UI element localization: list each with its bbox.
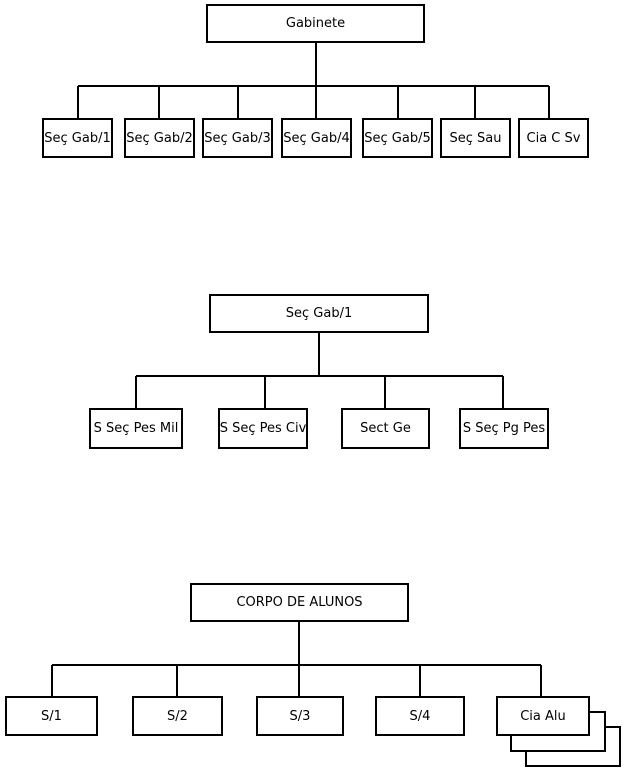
org-box-child: Seç Sau bbox=[440, 118, 511, 158]
org-box-root: Seç Gab/1 bbox=[209, 294, 429, 333]
org-box-child: S Seç Pes Civ bbox=[218, 408, 308, 449]
org-box-child: Cia C Sv bbox=[518, 118, 589, 158]
org-box-root: Gabinete bbox=[206, 4, 425, 43]
org-box-child: Seç Gab/5 bbox=[362, 118, 433, 158]
org-box-child: Cia Alu bbox=[496, 696, 590, 736]
org-box-child: S/1 bbox=[5, 696, 98, 736]
org-box-child: S Seç Pes Mil bbox=[89, 408, 183, 449]
org-box-child: Sect Ge bbox=[341, 408, 430, 449]
org-box-child: Seç Gab/3 bbox=[202, 118, 273, 158]
org-box-root: CORPO DE ALUNOS bbox=[190, 583, 409, 622]
org-box-child: S/4 bbox=[375, 696, 465, 736]
org-box-child: Seç Gab/4 bbox=[281, 118, 352, 158]
org-box-child: S/3 bbox=[256, 696, 344, 736]
org-box-child: S Seç Pg Pes bbox=[459, 408, 549, 449]
org-box-child: S/2 bbox=[132, 696, 223, 736]
org-box-child: Seç Gab/1 bbox=[42, 118, 113, 158]
org-box-child: Seç Gab/2 bbox=[124, 118, 195, 158]
